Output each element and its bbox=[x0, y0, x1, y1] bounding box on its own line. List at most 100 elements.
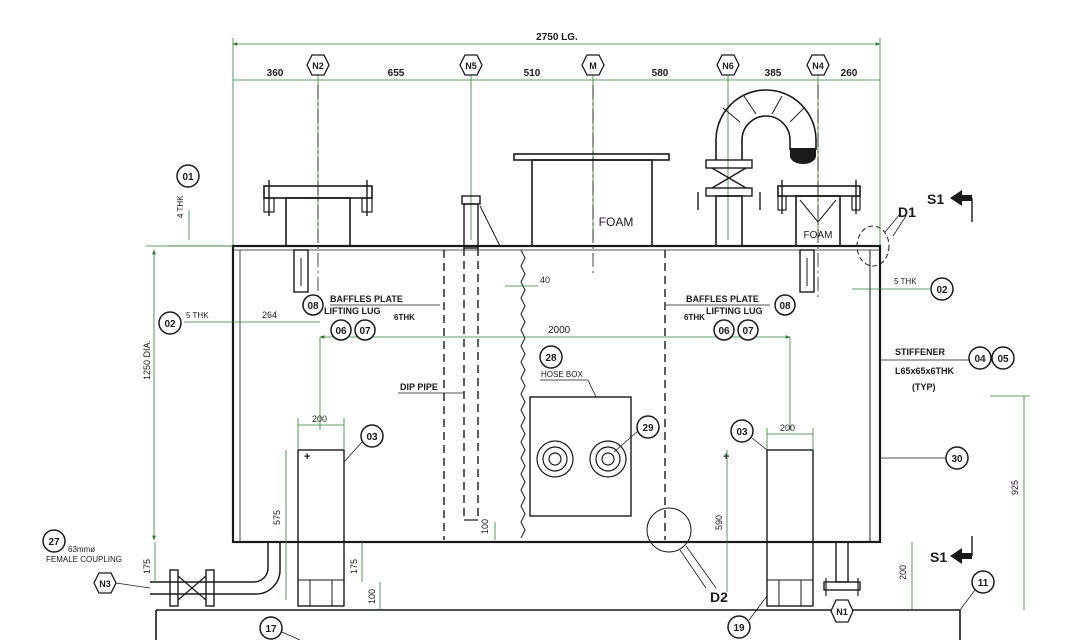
svg-text:30: 30 bbox=[951, 454, 963, 465]
balloon-05: 05 bbox=[991, 346, 1015, 370]
nozzle-marker-n6: N6 bbox=[716, 54, 740, 76]
svg-text:575: 575 bbox=[272, 510, 282, 525]
svg-text:175: 175 bbox=[349, 559, 359, 574]
balloon-27: 27 bbox=[42, 529, 66, 553]
svg-text:4 THK: 4 THK bbox=[176, 195, 185, 218]
nozzle-marker-m: M bbox=[581, 54, 605, 76]
svg-text:19: 19 bbox=[733, 623, 745, 634]
svg-text:LIFTING LUG: LIFTING LUG bbox=[324, 306, 381, 316]
svg-text:40: 40 bbox=[540, 275, 550, 285]
svg-text:200: 200 bbox=[898, 565, 908, 580]
diameter-dimension: 1250 DIA. bbox=[142, 245, 233, 541]
foam-n4-label: FOAM bbox=[804, 230, 833, 241]
svg-text:01: 01 bbox=[182, 172, 194, 183]
base-skid bbox=[155, 609, 961, 640]
dip-pipe-label: DIP PIPE bbox=[398, 382, 464, 394]
balloon-30: 30 bbox=[880, 446, 969, 470]
svg-text:BAFFLES PLATE: BAFFLES PLATE bbox=[686, 294, 759, 304]
stiffener-callout: STIFFENER L65x65x6THK (TYP) bbox=[880, 347, 970, 392]
svg-text:29: 29 bbox=[642, 423, 654, 434]
balloon-08-left: 08 bbox=[302, 294, 324, 316]
svg-text:LIFTING LUG: LIFTING LUG bbox=[706, 306, 763, 316]
svg-text:264: 264 bbox=[262, 310, 277, 320]
svg-text:N4: N4 bbox=[812, 61, 824, 71]
balloon-04: 04 bbox=[968, 346, 992, 370]
svg-text:590: 590 bbox=[714, 515, 724, 530]
svg-text:+: + bbox=[304, 451, 310, 463]
baffles-left-callout: BAFFLES PLATE LIFTING LUG 6THK bbox=[324, 294, 440, 322]
svg-text:N5: N5 bbox=[465, 61, 477, 71]
balloon-03-left: 03 bbox=[343, 424, 384, 463]
svg-text:S1: S1 bbox=[927, 191, 944, 207]
foam-separator bbox=[520, 249, 526, 539]
tank-shell bbox=[231, 244, 882, 544]
balloon-03-right: 03 bbox=[730, 419, 768, 451]
balloon-02-right: 02 bbox=[930, 277, 954, 301]
svg-text:6THK: 6THK bbox=[394, 313, 415, 322]
overall-length-label: 2750 LG. bbox=[536, 32, 578, 43]
center-lines bbox=[317, 85, 819, 300]
balloon-17: 17 bbox=[259, 616, 301, 640]
balloon-07-right: 07 bbox=[737, 319, 759, 341]
nozzle-n2-flange bbox=[263, 180, 373, 247]
detail-circle-d2: D2 bbox=[646, 507, 728, 605]
right-wall-thk-dimension: 5 THK bbox=[852, 277, 930, 290]
foam-box: FOAM bbox=[513, 153, 670, 247]
svg-text:07: 07 bbox=[359, 326, 371, 337]
segment-dim-360: 360 bbox=[267, 68, 284, 79]
svg-text:2000: 2000 bbox=[548, 325, 571, 336]
svg-text:BAFFLES PLATE: BAFFLES PLATE bbox=[330, 294, 403, 304]
hose-box: HOSE BOX bbox=[529, 370, 632, 517]
svg-text:07: 07 bbox=[742, 326, 754, 337]
svg-text:N3: N3 bbox=[99, 579, 111, 589]
svg-text:N2: N2 bbox=[312, 61, 324, 71]
svg-text:1250 DIA.: 1250 DIA. bbox=[142, 340, 152, 380]
nozzle-marker-n2: N2 bbox=[306, 54, 330, 76]
segment-dim-260: 260 bbox=[841, 68, 858, 79]
svg-text:L65x65x6THK: L65x65x6THK bbox=[895, 366, 955, 376]
svg-text:925: 925 bbox=[1010, 480, 1020, 495]
svg-text:M: M bbox=[589, 61, 597, 71]
lifting-lug-left bbox=[293, 249, 309, 293]
nozzle-marker-n4: N4 bbox=[806, 54, 830, 76]
svg-text:200: 200 bbox=[312, 414, 327, 424]
balloon-19: 19 bbox=[727, 595, 768, 639]
nozzle-marker-n5: N5 bbox=[459, 54, 483, 76]
balloon-29: 29 bbox=[613, 415, 660, 453]
svg-text:STIFFENER: STIFFENER bbox=[895, 347, 946, 357]
svg-text:08: 08 bbox=[779, 301, 791, 312]
svg-text:03: 03 bbox=[736, 427, 748, 438]
svg-text:17: 17 bbox=[265, 624, 277, 635]
lifting-lug-right bbox=[799, 249, 815, 293]
leg-right: + bbox=[723, 449, 814, 607]
svg-text:100: 100 bbox=[367, 589, 377, 604]
svg-text:05: 05 bbox=[997, 354, 1009, 365]
svg-text:03: 03 bbox=[366, 432, 378, 443]
section-marker-top: S1 bbox=[927, 190, 973, 222]
svg-text:27: 27 bbox=[48, 537, 60, 548]
svg-text:N6: N6 bbox=[722, 61, 734, 71]
balloon-01: 01 bbox=[176, 164, 200, 188]
svg-text:+: + bbox=[723, 451, 729, 463]
foam-box-label: FOAM bbox=[599, 215, 634, 229]
baffles-right-callout: BAFFLES PLATE LIFTING LUG 6THK bbox=[666, 294, 770, 322]
baffle-plates bbox=[443, 250, 666, 540]
overall-length-dimension: 2750 LG. bbox=[232, 32, 881, 248]
svg-text:63mmø: 63mmø bbox=[68, 545, 95, 554]
svg-text:04: 04 bbox=[974, 354, 986, 365]
svg-text:(TYP): (TYP) bbox=[912, 382, 936, 392]
drain-n1: N1 bbox=[823, 541, 861, 623]
svg-text:06: 06 bbox=[335, 326, 347, 337]
gooseneck-vent bbox=[697, 89, 817, 247]
leg-dimensions: 200 200 575 590 bbox=[272, 414, 814, 600]
svg-text:02: 02 bbox=[936, 285, 948, 296]
svg-text:5 THK: 5 THK bbox=[186, 311, 209, 320]
left-wall-thk-dimension: 5 THK 264 bbox=[184, 310, 320, 323]
svg-text:N1: N1 bbox=[836, 607, 848, 617]
segment-dim-580: 580 bbox=[652, 68, 669, 79]
coupling-callout: 63mmø FEMALE COUPLING bbox=[46, 545, 122, 564]
balloon-11: 11 bbox=[959, 570, 995, 611]
svg-text:DIP PIPE: DIP PIPE bbox=[400, 382, 438, 392]
balloon-06-left: 06 bbox=[330, 319, 352, 341]
dip-pipe bbox=[461, 195, 501, 521]
